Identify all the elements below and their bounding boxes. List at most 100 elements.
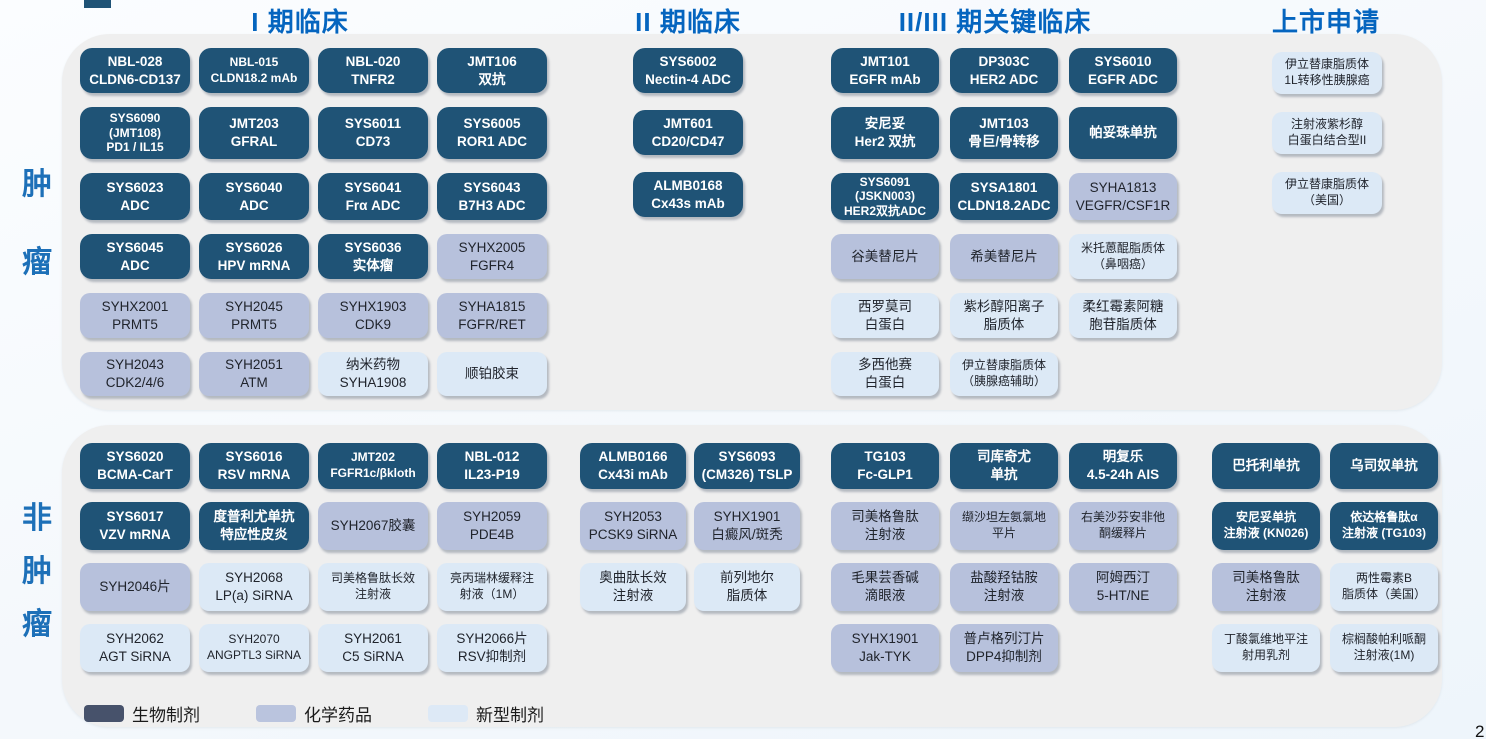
- pipeline-tile: 乌司奴单抗: [1330, 443, 1438, 489]
- pipeline-tile: 奥曲肽长效注射液: [580, 563, 686, 611]
- pipeline-tile: 注射液紫杉醇白蛋白结合型II: [1272, 112, 1382, 154]
- pipeline-tile: 司美格鲁肽注射液: [831, 502, 939, 550]
- tile-line: 脂质体: [983, 316, 1025, 332]
- tile-line: RSV mRNA: [217, 467, 291, 482]
- tile-line: FGFR/RET: [458, 316, 526, 332]
- tile-line: PCSK9 SiRNA: [588, 527, 678, 542]
- pipeline-tile: 棕榈酸帕利哌酮注射液(1M): [1330, 624, 1438, 672]
- tile-line: SYS6090: [109, 111, 161, 126]
- tile-line: 缬沙坦左氨氯地: [961, 510, 1046, 525]
- pipeline-tile: 紫杉醇阳离子脂质体: [950, 293, 1058, 338]
- pipeline-tile: 米托蒽醌脂质体（鼻咽癌）: [1069, 234, 1177, 279]
- tile-line: SYH2070: [228, 632, 280, 647]
- tile-line: FGFR1c/βkloth: [330, 466, 416, 480]
- tile-line: (JMT108): [108, 125, 161, 140]
- tile-line: SYH2046片: [99, 579, 171, 595]
- tile-line: SYH2051: [225, 357, 283, 373]
- tile-line: 两性霉素B: [1355, 571, 1412, 586]
- tile-line: SYH2061: [344, 631, 402, 647]
- column-header-phase1: I 期临床: [251, 7, 349, 37]
- tile-line: 注射液: [1245, 588, 1287, 603]
- tile-line: CD20/CD47: [651, 133, 725, 149]
- tile-line: JMT101: [860, 53, 910, 69]
- column-header-phase23: II/III 期关键临床: [898, 7, 1092, 37]
- legend-item-novel-formulation: 新型制剂: [428, 701, 544, 726]
- tile-line: PRMT5: [112, 316, 158, 332]
- tile-line: 1L转移性胰腺癌: [1284, 73, 1370, 87]
- tile-line: BCMA-CarT: [97, 467, 173, 482]
- tile-line: PD1 / IL15: [106, 140, 164, 155]
- tile-line: DP303C: [978, 53, 1030, 69]
- tile-line: SYS6011: [344, 116, 402, 132]
- tile-line: （美国）: [1302, 193, 1351, 207]
- tile-line: 伊立替康脂质体: [1284, 57, 1369, 72]
- pipeline-tile: 盐酸羟钴胺注射液: [950, 563, 1058, 611]
- tile-line: SYH2059: [463, 509, 521, 525]
- legend-swatch-chemical-icon: [256, 705, 296, 722]
- tile-line: Her2 双抗: [854, 134, 916, 149]
- tile-line: SYH2045: [225, 298, 283, 314]
- tile-line: 白蛋白: [864, 316, 906, 332]
- tile-line: 棕榈酸帕利哌酮: [1341, 632, 1426, 647]
- tile-line: SYS6091: [859, 174, 911, 189]
- tile-line: 毛果芸香碱: [851, 570, 919, 586]
- logo-fragment: [84, 0, 111, 8]
- tile-line: SYH2066片: [456, 631, 528, 647]
- tile-line: AGT SiRNA: [99, 649, 171, 664]
- tile-line: 注射液(1M): [1353, 648, 1415, 662]
- tile-line: PDE4B: [469, 527, 515, 542]
- pipeline-tile: 帕妥珠单抗: [1069, 107, 1177, 159]
- tile-line: LP(a) SiRNA: [215, 588, 293, 603]
- pipeline-tile: 亮丙瑞林缓释注射液（1M）: [437, 563, 547, 611]
- tile-line: SYH2067胶囊: [330, 518, 416, 534]
- tile-line: 右美沙芬安非他: [1080, 510, 1165, 525]
- pipeline-tile: 司库奇尤单抗: [950, 443, 1058, 489]
- tile-line: 阿姆西汀: [1096, 570, 1150, 586]
- tile-line: 白癜风/斑秃: [711, 527, 783, 542]
- tile-line: JMT106: [467, 53, 517, 69]
- tile-line: SYHA1908: [339, 375, 407, 390]
- pipeline-tile: SYS6093(CM326) TSLP: [694, 443, 800, 489]
- tile-line: 胞苷脂质体: [1089, 316, 1157, 332]
- tile-line: 依达格鲁肽α: [1350, 510, 1418, 525]
- oncology-panel: [62, 34, 1442, 410]
- tile-line: 安尼妥: [864, 116, 906, 132]
- tile-line: TNFR2: [351, 71, 395, 87]
- tile-line: CLDN18.2 mAb: [210, 70, 298, 85]
- tile-line: NBL-012: [464, 449, 520, 465]
- tile-line: EGFR ADC: [1088, 71, 1158, 87]
- tile-line: ADC: [120, 197, 150, 213]
- pipeline-tile: 多西他赛白蛋白: [831, 352, 939, 396]
- tile-line: 希美替尼片: [970, 248, 1038, 264]
- pipeline-tile: 希美替尼片: [950, 234, 1058, 279]
- tile-line: PRMT5: [231, 316, 277, 332]
- tile-line: 谷美替尼片: [851, 248, 919, 264]
- tile-line: SYSA1801: [970, 179, 1038, 195]
- tile-line: SYS6017: [106, 509, 164, 525]
- tile-line: SYS6020: [106, 449, 164, 465]
- tile-line: Fc-GLP1: [857, 467, 913, 482]
- tile-line: EGFR mAb: [849, 71, 921, 87]
- tile-line: 普卢格列汀片: [963, 631, 1045, 647]
- tile-line: 盐酸羟钴胺: [970, 570, 1038, 586]
